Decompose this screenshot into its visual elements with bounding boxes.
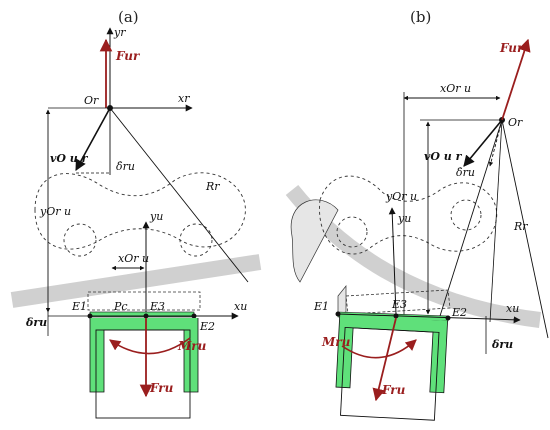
moment-arc-a [109,337,191,355]
velocity-label-a: vO u r [50,152,89,165]
panel-b: (b) Or Fur xOr u vO u r δ̇ru Rr yOr u [285,8,549,421]
track-arc-a [10,254,262,308]
pin-circle-right-a [179,223,213,257]
point-e1-label-b: E1 [313,300,329,313]
velocity-arrow-b [463,119,503,167]
radius-line-a [109,107,249,283]
force-fru-label-b: Fru [381,383,406,397]
point-e3-a [143,313,149,319]
axis-yu-line-b [388,207,397,315]
delta-dot-label-b: δ̇ru [456,166,475,179]
x-offset-label-a: xOr u [118,252,149,265]
force-fur-label-a: Fur [115,49,141,63]
force-fur-arrow-b [501,38,531,121]
axis-yr-label: yr [113,26,126,39]
point-e2-label-a: E2 [199,320,215,333]
force-fru-label-a: Fru [149,381,174,395]
body-box-b [340,326,440,421]
delta-ru-label-a: δru [25,316,47,329]
pin-circle-left-b [336,216,368,248]
chain-link-outline-a [34,172,246,250]
moment-label-a: Mru [177,339,207,353]
point-e2-a [191,313,197,319]
point-e2-b [445,315,451,321]
origin-label-a: Or [84,94,99,107]
chain-link-outline-b [319,175,498,255]
force-fur-label-b: Fur [499,41,525,55]
bracket-green-b [335,315,449,394]
force-fru-arrow-b [372,317,397,402]
origin-to-e2-line-b [439,119,503,317]
point-e1-b [335,311,341,317]
delta-ru-label-b: δru [491,338,513,351]
panel-a-label: (a) [118,8,139,26]
panel-b-label: (b) [410,8,431,26]
pin-circle-left-a [63,223,97,257]
axis-yu-label-b: yu [397,212,411,225]
point-e3-label-b: E3 [391,298,407,311]
axis-yu-label-a: yu [149,210,163,223]
origin-vertical-b [489,119,503,323]
origin-label-b: Or [508,116,523,129]
point-e3-label-a: E3 [149,300,165,313]
point-e1-label-a: E1 [71,300,87,313]
axis-xr-label: xr [178,92,190,105]
point-e3-b [393,313,399,319]
axis-xu-label-b: xu [506,302,519,315]
delta-dot-label-a: δ̇ru [116,160,135,173]
y-offset-label-b: yOr u [385,190,417,203]
contact-tab-b [337,285,347,315]
y-offset-label-a: yOr u [39,205,71,218]
point-pc-label-a: Pc [113,300,128,313]
velocity-arrow-a [75,107,111,171]
moment-label-b: Mru [321,335,351,349]
pin-circle-right-b [450,199,482,231]
velocity-label-b: vO u r [424,150,463,163]
point-e2-label-b: E2 [451,306,467,319]
bracket-green-a [89,318,199,393]
axis-xu-label-a: xu [234,300,247,313]
contact-box-dashed-a [87,291,201,311]
body-box-a [95,329,191,419]
panel-a: (a) yr Fur xr Or vO u r δ̇ru Rr yOr u [10,8,262,419]
link-body-b [290,199,339,283]
radius-label-a: Rr [205,180,220,193]
moment-arc-b [341,339,417,359]
radius-line-b [501,119,549,339]
axis-xu-line-b [337,313,521,324]
radius-label-b: Rr [513,220,528,233]
x-offset-label-b: xOr u [440,82,471,95]
contact-box-dashed-b [345,289,451,315]
